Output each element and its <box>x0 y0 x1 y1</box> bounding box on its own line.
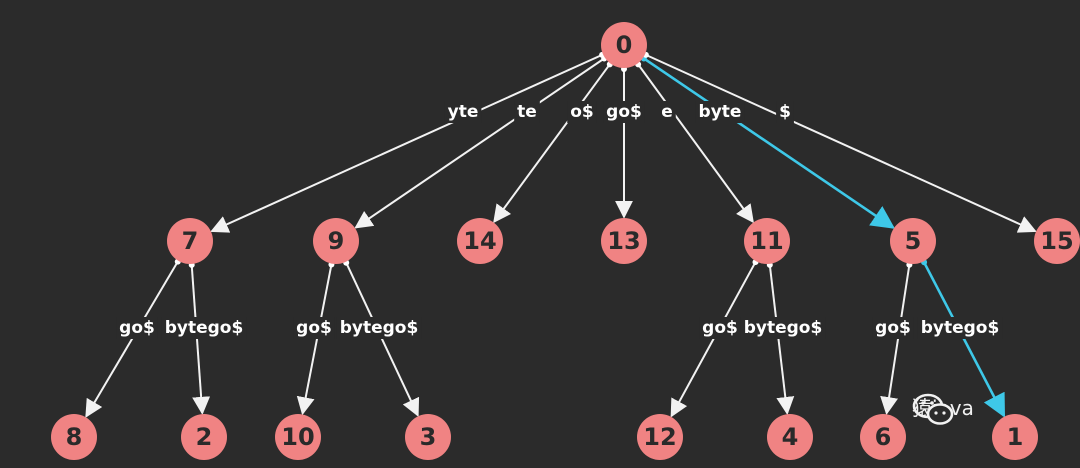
node-circle <box>457 218 503 264</box>
edge-label-bg <box>514 101 540 123</box>
node-label: 1 <box>1007 423 1024 451</box>
edge-label-n11-n12: go$ <box>702 318 738 338</box>
tree-node-1: 1 <box>992 414 1038 460</box>
tree-node-2: 2 <box>181 414 227 460</box>
node-circle <box>275 414 321 460</box>
edge-label-n0-n15: $ <box>779 102 791 122</box>
node-label: 10 <box>281 423 314 451</box>
nodes-layer: 0 7 9 14 13 11 5 15 8 2 10 3 12 4 6 1 <box>51 22 1080 460</box>
edge-label-bg <box>116 317 158 339</box>
edge-label-bg <box>567 101 597 123</box>
edge-label-n0-n5: byte <box>699 102 742 122</box>
tree-node-13: 13 <box>601 218 647 264</box>
edge-label-n0-n13: go$ <box>606 102 642 122</box>
node-label: 15 <box>1040 227 1073 255</box>
edge-label-bg <box>776 101 794 123</box>
node-circle <box>992 414 1038 460</box>
edge-label-bg <box>872 317 914 339</box>
node-circle <box>744 218 790 264</box>
node-circle <box>767 414 813 460</box>
node-label: 5 <box>905 227 922 255</box>
node-label: 0 <box>616 31 633 59</box>
node-label: 12 <box>643 423 676 451</box>
edge-label-bg <box>658 101 676 123</box>
tree-node-3: 3 <box>405 414 451 460</box>
node-circle <box>181 414 227 460</box>
edge-n0-n14 <box>493 63 611 224</box>
node-label: 6 <box>875 423 892 451</box>
tree-node-4: 4 <box>767 414 813 460</box>
edge-n0-n15 <box>645 53 1037 233</box>
edge-n0-n7 <box>210 53 603 233</box>
tree-node-12: 12 <box>637 414 683 460</box>
node-circle <box>313 218 359 264</box>
edge-label-n0-n11: e <box>661 102 673 122</box>
node-circle <box>167 218 213 264</box>
edge-label-bg <box>336 317 422 339</box>
edge-label-bg <box>161 317 247 339</box>
edge-label-n9-n10: go$ <box>296 318 332 338</box>
edge-label-bg <box>699 317 741 339</box>
edge-label-n5-n1: bytego$ <box>921 318 1000 338</box>
edge-label-n7-n8: go$ <box>119 318 155 338</box>
tree-node-5: 5 <box>890 218 936 264</box>
edge-label-bg <box>603 101 645 123</box>
edge-label-n0-n14: o$ <box>570 102 594 122</box>
edge-n0-n11 <box>637 63 754 224</box>
edge-label-n0-n7: yte <box>448 102 479 122</box>
node-label: 2 <box>196 423 213 451</box>
tree-node-10: 10 <box>275 414 321 460</box>
node-circle <box>601 218 647 264</box>
tree-node-0: 0 <box>601 22 647 68</box>
edge-label-bg <box>293 317 335 339</box>
node-label: 14 <box>463 227 496 255</box>
node-label: 4 <box>782 423 799 451</box>
node-label: 8 <box>66 423 83 451</box>
tree-node-14: 14 <box>457 218 503 264</box>
tree-node-9: 9 <box>313 218 359 264</box>
edge-n0-n9 <box>354 57 605 229</box>
edge-label-n7-n2: bytego$ <box>165 318 244 338</box>
edge-labels-layer: yte te o$ go$ e byte $ go$ bytego$ go$ bytego$ go$ b… <box>116 101 1003 339</box>
node-label: 9 <box>328 227 345 255</box>
node-label: 11 <box>750 227 783 255</box>
edge-label-n9-n3: bytego$ <box>340 318 419 338</box>
watermark: 猿java <box>912 392 974 425</box>
tree-node-15: 15 <box>1034 218 1080 264</box>
node-label: 7 <box>182 227 199 255</box>
tree-node-8: 8 <box>51 414 97 460</box>
edge-label-n0-n9: te <box>517 102 537 122</box>
tree-node-11: 11 <box>744 218 790 264</box>
edge-label-bg <box>695 101 745 123</box>
node-circle <box>405 414 451 460</box>
node-circle <box>890 218 936 264</box>
edge-label-bg <box>444 101 482 123</box>
node-circle <box>601 22 647 68</box>
node-circle <box>637 414 683 460</box>
edge-label-n11-n4: bytego$ <box>744 318 823 338</box>
edge-label-bg <box>917 317 1003 339</box>
node-label: 13 <box>607 227 640 255</box>
node-circle <box>1034 218 1080 264</box>
node-circle <box>51 414 97 460</box>
edge-label-bg <box>740 317 826 339</box>
tree-node-7: 7 <box>167 218 213 264</box>
node-circle <box>860 414 906 460</box>
wechat-icon <box>912 393 954 425</box>
node-label: 3 <box>420 423 437 451</box>
tree-node-6: 6 <box>860 414 906 460</box>
edge-label-n5-n6: go$ <box>875 318 911 338</box>
edge-n0-n5 <box>643 57 896 229</box>
